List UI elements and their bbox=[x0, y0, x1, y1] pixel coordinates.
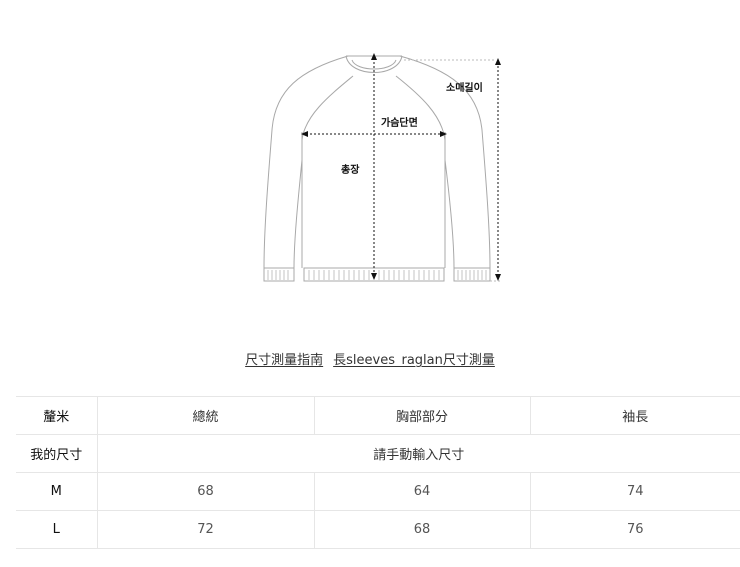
sleeve-length-label: 소매길이 bbox=[446, 81, 483, 94]
size-label: L bbox=[16, 510, 97, 549]
total-length-value: 68 bbox=[96, 472, 314, 511]
header-chest: 胸部部分 bbox=[313, 396, 530, 435]
chest-width-label: 가슴단면 bbox=[381, 116, 418, 129]
sleeve-value: 76 bbox=[529, 510, 740, 549]
header-unit: 釐米 bbox=[16, 396, 97, 435]
guide-lines bbox=[404, 59, 502, 282]
size-table: 釐米 總統 胸部部分 袖長 我的尺寸 請手動輸入尺寸 M 68 64 74 L … bbox=[16, 396, 740, 549]
arrow-heads bbox=[301, 53, 501, 281]
header-sleeve: 袖長 bbox=[529, 396, 740, 435]
total-length-label: 총장 bbox=[341, 163, 360, 176]
sweater-outline bbox=[263, 55, 491, 282]
item-measure-link[interactable]: 長sleeves_raglan尺寸測量 bbox=[333, 353, 495, 368]
chest-value: 68 bbox=[313, 510, 530, 549]
size-guide-link[interactable]: 尺寸測量指南 bbox=[245, 353, 324, 368]
table-row: M 68 64 74 bbox=[16, 472, 740, 511]
table-row: L 72 68 76 bbox=[16, 510, 740, 549]
header-total-length: 總統 bbox=[96, 396, 314, 435]
measurement-links: 尺寸測量指南長sleeves_raglan尺寸測量 bbox=[0, 349, 740, 368]
rib-lines bbox=[267, 270, 487, 280]
size-label: M bbox=[16, 472, 97, 511]
my-size-label: 我的尺寸 bbox=[16, 434, 97, 473]
sleeve-value: 74 bbox=[529, 472, 740, 511]
measure-lines bbox=[306, 58, 499, 276]
chest-value: 64 bbox=[313, 472, 530, 511]
my-size-row: 我的尺寸 請手動輸入尺寸 bbox=[16, 434, 740, 473]
table-header-row: 釐米 總統 胸部部分 袖長 bbox=[16, 396, 740, 435]
raglan-sweater-diagram: 소매길이 가슴단면 총장 bbox=[263, 53, 502, 282]
my-size-input[interactable]: 請手動輸入尺寸 bbox=[96, 434, 740, 473]
total-length-value: 72 bbox=[96, 510, 314, 549]
